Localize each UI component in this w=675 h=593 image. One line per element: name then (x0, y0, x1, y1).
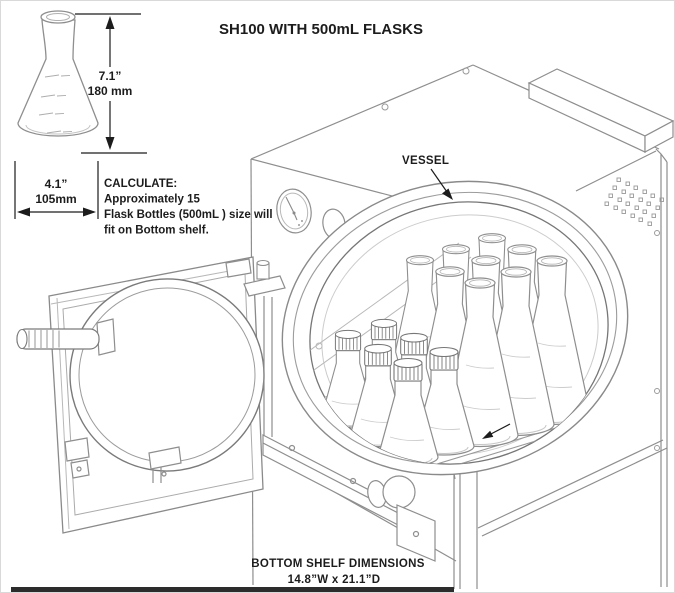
calculate-heading: CALCULATE: (104, 178, 177, 190)
bottom-shelf-heading: BOTTOM SHELF DIMENSIONS (251, 558, 424, 570)
autoclave-body (250, 64, 668, 589)
calculate-line-1: Approximately 15 (104, 194, 200, 206)
top-housing (527, 68, 674, 154)
door-lid (69, 278, 265, 472)
roller-knob (382, 475, 416, 509)
graduation-marks (38, 74, 73, 134)
width-label-inches: 4.1” (45, 177, 68, 191)
bottom-shelf-value: 14.8”W x 21.1”D (288, 574, 381, 586)
door-hinge (243, 259, 286, 437)
calculate-line-3: fit on Bottom shelf. (104, 225, 209, 237)
height-label-mm: 180 mm (88, 84, 133, 98)
width-dimension: 4.1” 105mm (14, 161, 99, 219)
door-support-arm (262, 434, 436, 562)
flask-figure (17, 10, 99, 137)
door-lock-hardware (64, 437, 182, 483)
calculate-line-2: Flask Bottles (500mL ) size will (104, 209, 273, 221)
vessel-callout: VESSEL (402, 155, 453, 200)
vessel-arrow-icon (442, 188, 453, 200)
height-label-inches: 7.1” (99, 69, 122, 83)
width-label-mm: 105mm (35, 192, 76, 206)
vent-grille (604, 177, 664, 226)
floor-edge (11, 587, 454, 592)
open-door (16, 256, 265, 534)
height-dimension: 7.1” 180 mm (75, 13, 147, 154)
calculate-note: CALCULATE: Approximately 15 Flask Bottle… (104, 178, 273, 237)
figure-title: SH100 WITH 500mL FLASKS (219, 21, 423, 38)
door-latch-bracket (225, 258, 252, 278)
shelf-slide-arrow-icon (482, 423, 511, 439)
bottom-shelf-note: BOTTOM SHELF DIMENSIONS 14.8”W x 21.1”D (251, 558, 424, 586)
vessel-label: VESSEL (402, 155, 449, 167)
door-handle (16, 318, 116, 356)
